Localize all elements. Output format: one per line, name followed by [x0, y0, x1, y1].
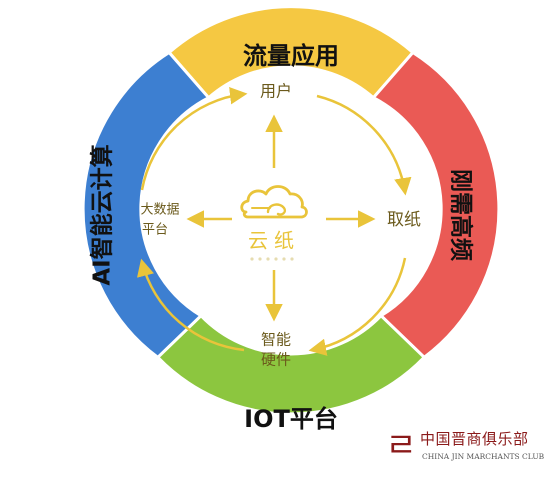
- segment-bottom-label: IOT平台: [244, 405, 338, 433]
- jin-seal-icon: ㄹ: [385, 426, 417, 466]
- logo-name: 云纸: [248, 229, 300, 253]
- segment-left: [81, 50, 211, 360]
- segment-left-label: AI智能云计算: [89, 144, 116, 285]
- segment-top-label: 流量应用: [243, 42, 339, 70]
- logo-dots: [250, 257, 294, 261]
- inner-label-hardware-line1: 智能: [261, 331, 291, 349]
- arrow-top-right: [316, 94, 412, 196]
- inner-label-bigdata-line1: 大数据: [140, 203, 179, 218]
- segment-right-label: 刚需高频: [448, 169, 475, 261]
- cloud-icon: [240, 185, 308, 219]
- watermark-subtitle: CHINA JIN MARCHANTS CLUB: [422, 452, 545, 461]
- arrow-left-top: [140, 86, 248, 191]
- inner-label-user: 用户: [260, 82, 292, 101]
- arrow-right-bottom: [308, 257, 407, 356]
- inner-label-take-paper: 取纸: [387, 210, 421, 230]
- arrow-bottom-left: [137, 258, 245, 352]
- watermark: ㄹ 中国晋商俱乐部 CHINA JIN MARCHANTS CLUB: [380, 424, 552, 474]
- watermark-title: 中国晋商俱乐部: [420, 430, 529, 448]
- segment-right: [371, 50, 501, 360]
- inner-label-bigdata-line2: 平台: [142, 223, 168, 238]
- inner-label-hardware-line2: 硬件: [261, 351, 291, 369]
